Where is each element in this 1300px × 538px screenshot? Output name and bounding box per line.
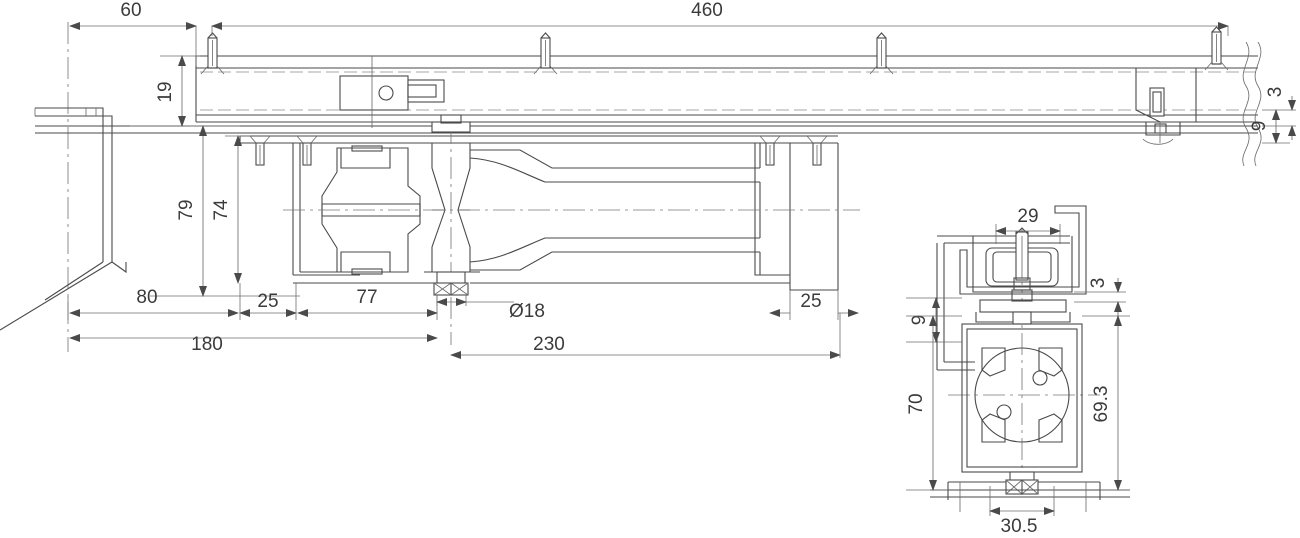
bottom-pin-bearing <box>930 471 1130 512</box>
dim-label: 25 <box>257 291 278 312</box>
fastener-icon <box>533 32 558 75</box>
dim-label: 180 <box>191 334 223 355</box>
fastener-icon <box>869 32 894 75</box>
left-frame-profile <box>0 107 127 331</box>
dim-label: 25 <box>800 291 821 312</box>
dim-29: 29 <box>995 206 1061 244</box>
dim-label: 60 <box>120 0 141 21</box>
head-rail-fasteners <box>200 26 1229 75</box>
fastener-icon <box>296 135 318 166</box>
closer-body-block <box>339 56 445 128</box>
dim-label: 30.5 <box>1001 516 1038 537</box>
dim-label: 77 <box>356 287 377 308</box>
dim-label: 460 <box>691 0 723 21</box>
pivot-pin-bottom <box>433 271 469 296</box>
dim-60: 60 <box>69 0 197 66</box>
detail-cross-section-view: 29 3 9 70 69.3 <box>906 205 1130 537</box>
dim-label: 74 <box>211 199 232 221</box>
dim-180: 180 <box>69 334 438 355</box>
dim-19: 19 <box>130 55 200 127</box>
dim-label: 29 <box>1017 206 1038 227</box>
break-line-symbol <box>1242 41 1262 167</box>
dim-label: 3 <box>1088 278 1109 289</box>
dim-25-left: 25 <box>239 283 297 320</box>
pivot-pin-top <box>431 114 471 133</box>
dim-label: Ø18 <box>509 301 545 322</box>
fastener-icon <box>249 135 271 166</box>
dim-460: 460 <box>211 0 1229 36</box>
head-rail-profile <box>35 55 1258 134</box>
dim-9-right: 9 <box>1249 109 1290 144</box>
dim-label: 80 <box>136 287 157 308</box>
dim-3-detail: 3 <box>1074 278 1126 316</box>
dim-label: 9 <box>1249 121 1270 132</box>
carriage-body-section <box>961 323 1083 473</box>
dim-label: 230 <box>533 334 565 355</box>
spacer-plate <box>975 289 1071 325</box>
main-plan-section-view: 60 460 19 79 74 <box>0 0 1296 359</box>
dim-79: 79 <box>150 125 300 297</box>
fastener-icon <box>759 135 781 166</box>
dim-77: 77 <box>297 287 438 320</box>
dim-74: 74 <box>211 135 250 284</box>
right-end-carriage <box>1135 68 1197 145</box>
dim-70: 70 <box>906 315 962 491</box>
dim-label: 69.3 <box>1091 386 1112 423</box>
dim-label: 79 <box>176 199 197 220</box>
fastener-icon <box>200 32 225 75</box>
dim-30-5: 30.5 <box>989 486 1055 537</box>
dim-25-right: 25 <box>769 290 859 320</box>
dim-label: 9 <box>909 315 930 326</box>
dim-230: 230 <box>450 313 841 359</box>
dim-label: 19 <box>155 81 176 102</box>
fastener-icon <box>806 135 828 166</box>
carriage-assembly <box>239 122 860 345</box>
dim-label: 70 <box>906 393 927 414</box>
carriage-fasteners <box>249 135 828 166</box>
dim-diameter-18: Ø18 <box>436 295 545 322</box>
dim-label: 3 <box>1265 87 1286 98</box>
dim-69-3: 69.3 <box>1082 315 1130 491</box>
